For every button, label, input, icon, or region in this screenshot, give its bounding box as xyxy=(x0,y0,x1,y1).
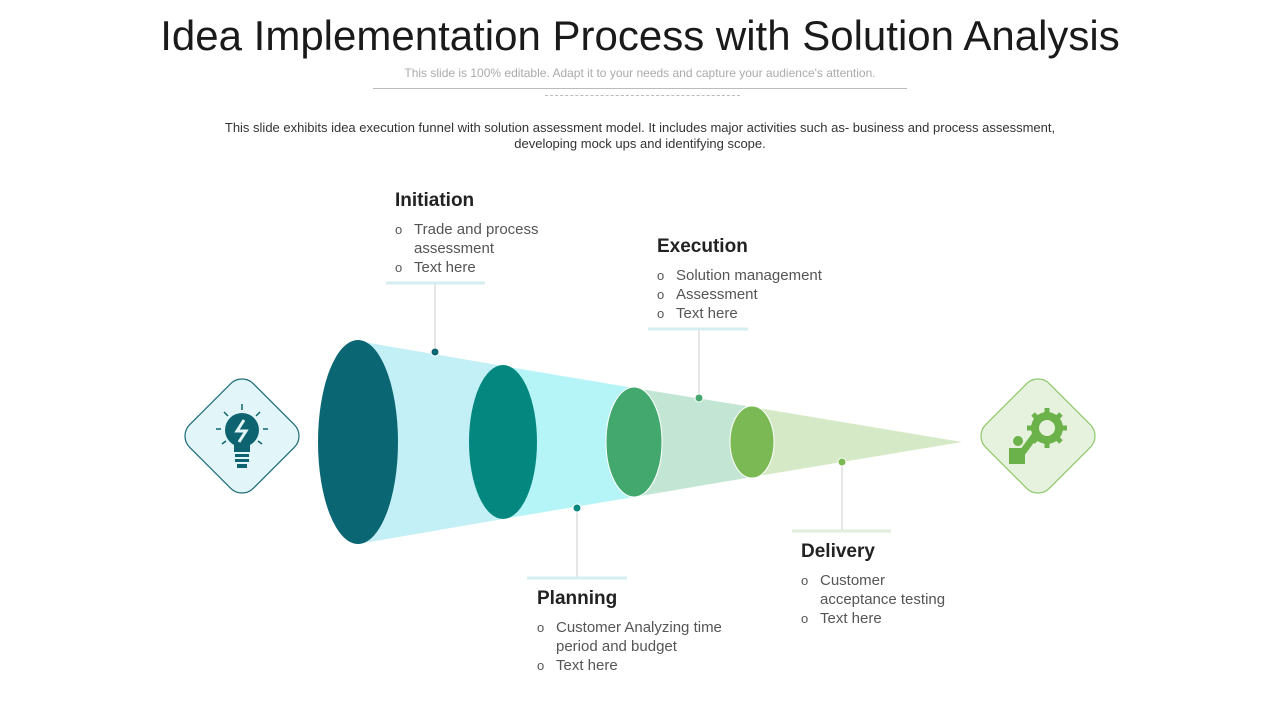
execution-dot xyxy=(694,393,704,403)
stage-delivery: Delivery Customer acceptance testingText… xyxy=(801,541,1001,628)
stage-title: Execution xyxy=(657,236,748,257)
stage-title: Initiation xyxy=(395,190,475,211)
funnel-ring-planning xyxy=(469,365,537,519)
person-gear-icon xyxy=(1009,408,1067,464)
funnel-ring-initiation xyxy=(318,340,398,544)
stage-title: Delivery xyxy=(801,541,875,562)
subtitle-dashed-divider xyxy=(545,95,740,96)
stage-item: Trade and process assessment xyxy=(395,220,564,258)
funnel-segment-2 xyxy=(503,366,634,519)
funnel-segment-3 xyxy=(634,388,752,497)
stage-title: Planning xyxy=(537,588,618,609)
stage-item: Text here xyxy=(801,609,1001,628)
funnel-segment-1 xyxy=(358,341,503,544)
stage-item: Assessment xyxy=(657,285,877,304)
stage-item: Text here xyxy=(395,258,595,277)
subtitle: This slide is 100% editable. Adapt it to… xyxy=(404,66,876,80)
stage-item: Solution management xyxy=(657,266,877,285)
stage-item: Text here xyxy=(657,304,877,323)
funnel-ring-delivery xyxy=(729,405,775,479)
stage-execution: Execution Solution managementAssessmentT… xyxy=(657,236,877,323)
initiation-dot xyxy=(430,347,440,357)
stage-item: Customer acceptance testing xyxy=(801,571,965,609)
stage-planning: Planning Customer Analyzing time period … xyxy=(537,588,757,675)
delivery-dot xyxy=(837,457,847,467)
stage-initiation: Initiation Trade and process assessmentT… xyxy=(395,190,595,277)
page-title: Idea Implementation Process with Solutio… xyxy=(160,12,1120,59)
subtitle-divider xyxy=(373,88,907,89)
funnel-segment-4 xyxy=(752,407,962,477)
stage-item: Customer Analyzing time period and budge… xyxy=(537,618,731,656)
stage-item: Text here xyxy=(537,656,757,675)
funnel-ring-execution xyxy=(605,386,663,498)
planning-dot xyxy=(572,503,582,513)
lightbulb-icon xyxy=(216,404,268,468)
description: This slide exhibits idea execution funne… xyxy=(224,120,1056,151)
